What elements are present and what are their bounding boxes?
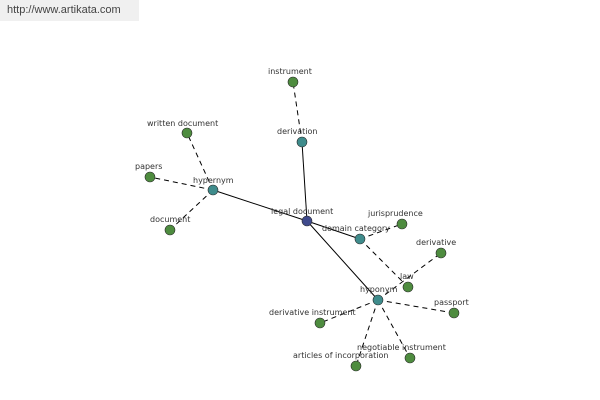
node-label-papers: papers xyxy=(135,162,162,171)
edge-domain-category-to-jurisprudence xyxy=(359,223,403,240)
node-label-legal-document: legal document xyxy=(271,207,333,216)
edge-hyponym-to-derivative-instrument xyxy=(319,299,379,324)
edge-hyponym-to-negotiable-instrument xyxy=(377,299,411,359)
node-legal-document[interactable] xyxy=(301,215,313,227)
node-jurisprudence[interactable] xyxy=(396,218,408,230)
node-hyponym[interactable] xyxy=(372,294,384,306)
edge-hyponym-to-passport xyxy=(377,299,455,314)
node-passport[interactable] xyxy=(448,307,460,319)
node-label-passport: passport xyxy=(434,298,469,307)
nodes-layer xyxy=(144,76,460,372)
edge-hypernym-to-document xyxy=(169,189,214,231)
node-label-negotiable-instrument: negotiable instrument xyxy=(357,343,446,352)
node-written-document[interactable] xyxy=(181,127,193,139)
node-label-instrument: instrument xyxy=(268,67,312,76)
node-label-articles-of-incorporation: articles of incorporation xyxy=(293,351,388,360)
node-label-domain-category: domain category xyxy=(322,224,390,233)
labels-layer: legal document hypernym derivation domain c… xyxy=(135,67,469,360)
edge-legal-document-to-domain-category xyxy=(306,220,361,240)
watermark-banner: http://www.artikata.com xyxy=(0,0,139,21)
watermark-url: http://www.artikata.com xyxy=(7,4,121,16)
edge-domain-category-to-law xyxy=(359,238,409,288)
edges-layer xyxy=(149,81,455,367)
node-label-derivative: derivative xyxy=(416,238,456,247)
node-derivative-instrument[interactable] xyxy=(314,317,326,329)
node-instrument[interactable] xyxy=(287,76,299,88)
node-label-hyponym: hyponym xyxy=(360,285,398,294)
node-label-jurisprudence: jurisprudence xyxy=(367,209,423,218)
node-domain-category[interactable] xyxy=(354,233,366,245)
node-label-written-document: written document xyxy=(147,119,218,128)
edge-legal-document-to-derivation xyxy=(301,141,308,222)
edge-hypernym-to-papers xyxy=(149,176,214,191)
edge-hyponym-to-derivative xyxy=(377,252,442,301)
edge-legal-document-to-hyponym xyxy=(306,220,379,301)
node-papers[interactable] xyxy=(144,171,156,183)
node-articles-of-incorporation[interactable] xyxy=(350,360,362,372)
edge-hyponym-to-articles-of-incorporation xyxy=(355,299,379,367)
node-document[interactable] xyxy=(164,224,176,236)
node-hypernym[interactable] xyxy=(207,184,219,196)
edge-legal-document-to-hypernym xyxy=(212,189,308,222)
node-derivative[interactable] xyxy=(435,247,447,259)
node-label-document: document xyxy=(150,215,190,224)
node-negotiable-instrument[interactable] xyxy=(404,352,416,364)
node-label-law: law xyxy=(400,272,414,281)
node-label-derivative-instrument: derivative instrument xyxy=(269,308,356,317)
node-law[interactable] xyxy=(402,281,414,293)
edge-hypernym-to-written-document xyxy=(186,132,214,191)
edge-derivation-to-instrument xyxy=(292,81,303,143)
node-derivation[interactable] xyxy=(296,136,308,148)
node-label-derivation: derivation xyxy=(277,127,317,136)
node-label-hypernym: hypernym xyxy=(193,176,234,185)
